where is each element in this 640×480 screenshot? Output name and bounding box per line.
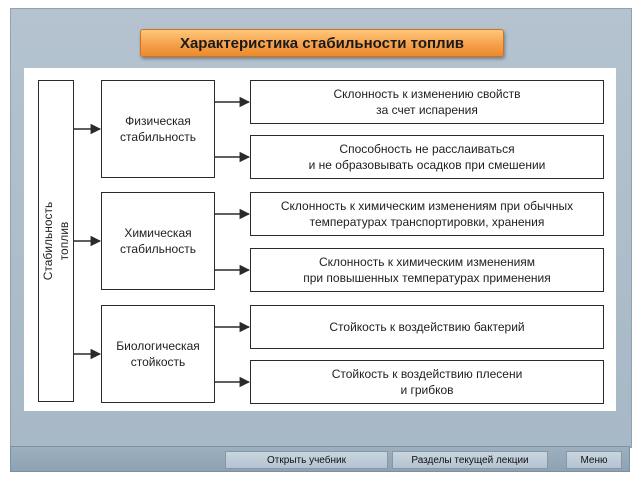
category-chemical: Химическая стабильность: [101, 192, 215, 290]
category-biological: Биологическая стойкость: [101, 305, 215, 403]
connector-lines: [74, 96, 251, 388]
leaf-physical-2: Способность не расслаиваться и не образо…: [250, 135, 604, 179]
root-node-label: Стабильность топлив: [41, 201, 71, 281]
leaf-chemical-1: Склонность к химическим изменениям при о…: [250, 192, 604, 236]
leaf-chemical-2: Склонность к химическим изменениям при п…: [250, 248, 604, 292]
slide-title: Характеристика стабильности топлив: [140, 29, 504, 57]
root-node: Стабильность топлив: [38, 80, 74, 402]
category-biological-label: Биологическая стойкость: [116, 339, 200, 369]
slide-title-text: Характеристика стабильности топлив: [179, 34, 465, 52]
diagram-area: Стабильность топлив Физическая стабильно…: [24, 68, 616, 411]
leaf-physical-1-text: Склонность к изменению свойств за счет и…: [333, 87, 521, 117]
open-textbook-label: Открыть учебник: [267, 454, 346, 466]
leaf-chemical-1-text: Склонность к химическим изменениям при о…: [280, 199, 574, 229]
menu-button[interactable]: Меню: [566, 451, 622, 469]
leaf-physical-2-text: Способность не расслаиваться и не образо…: [308, 142, 546, 172]
leaf-biological-1-text: Стойкость к воздействию бактерий: [329, 320, 525, 334]
leaf-physical-1: Склонность к изменению свойств за счет и…: [250, 80, 604, 124]
leaf-biological-2-text: Стойкость к воздействию плесени и грибко…: [331, 367, 523, 397]
category-physical: Физическая стабильность: [101, 80, 215, 178]
open-textbook-button[interactable]: Открыть учебник: [225, 451, 388, 469]
lecture-sections-label: Разделы текущей лекции: [411, 454, 529, 466]
menu-label: Меню: [580, 454, 608, 466]
lecture-sections-button[interactable]: Разделы текущей лекции: [392, 451, 548, 469]
leaf-biological-2: Стойкость к воздействию плесени и грибко…: [250, 360, 604, 404]
category-chemical-label: Химическая стабильность: [120, 226, 196, 256]
leaf-biological-1: Стойкость к воздействию бактерий: [250, 305, 604, 349]
category-physical-label: Физическая стабильность: [120, 114, 196, 144]
leaf-chemical-2-text: Склонность к химическим изменениям при п…: [303, 255, 551, 285]
